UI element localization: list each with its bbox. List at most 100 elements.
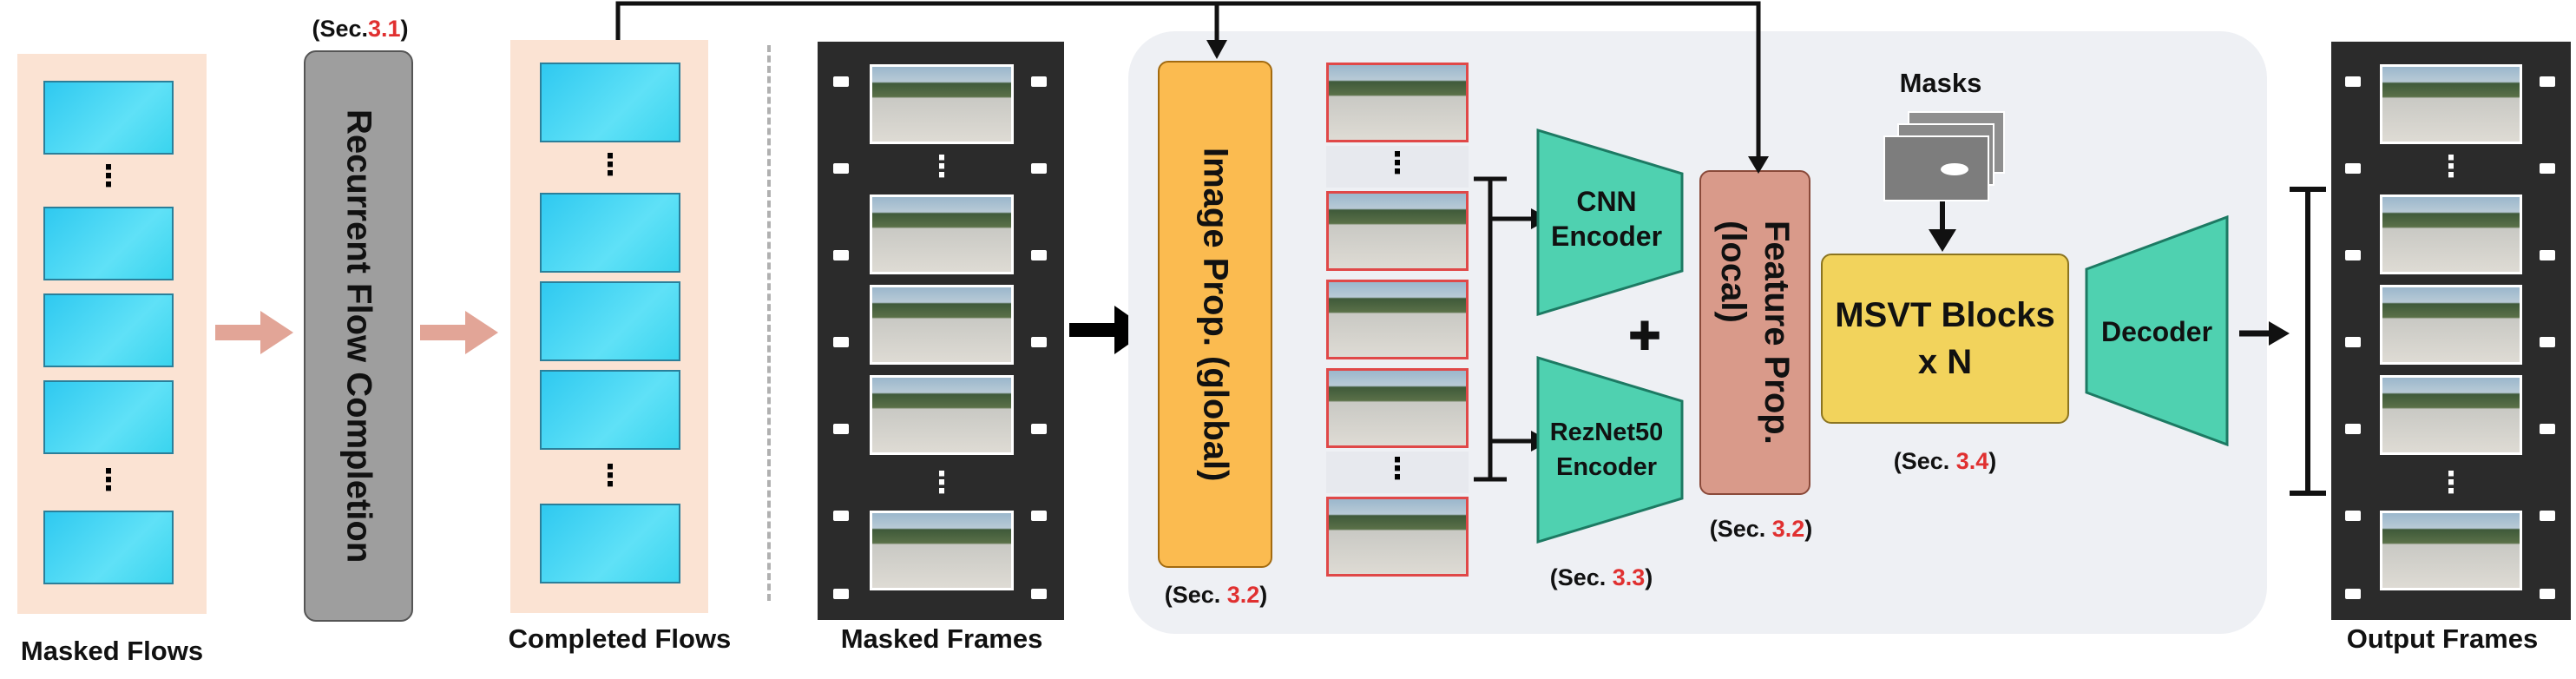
- film-hole: [833, 589, 849, 599]
- feature-prop-label-line2: (local): [1714, 221, 1752, 323]
- output-frame: [2380, 64, 2522, 144]
- dots-icon: ⋮: [2436, 466, 2466, 499]
- feature-prop-label-line1: Feature Prop.: [1758, 221, 1796, 445]
- mask-card: [1883, 135, 1989, 201]
- propagated-frame: [1326, 497, 1469, 577]
- masked-frame: [870, 511, 1014, 590]
- reznet-encoder-label-line2: Encoder: [1555, 453, 1658, 481]
- feature-prop-block: Feature Prop. (local): [1699, 170, 1810, 495]
- masked-frame: [870, 285, 1014, 365]
- image-prop-block: Image Prop. (global): [1158, 61, 1272, 568]
- arrow-salmon-2: [420, 311, 498, 354]
- dots-icon: ⋮: [595, 459, 625, 492]
- film-hole: [2345, 76, 2361, 87]
- completed-flow-thumb: [540, 63, 680, 142]
- film-hole: [2345, 337, 2361, 347]
- film-hole: [2345, 250, 2361, 260]
- cnn-encoder-label-line2: Encoder: [1550, 221, 1663, 252]
- film-hole: [2540, 250, 2555, 260]
- recurrent-flow-completion-label: Recurrent Flow Completion: [339, 109, 378, 564]
- msvt-blocks: MSVT Blocks x N: [1821, 254, 2069, 424]
- decoder-shape: [2085, 215, 2229, 446]
- film-hole: [833, 163, 849, 174]
- section-ref-3-2-feature-prop: (Sec. 3.2): [1709, 516, 1813, 542]
- feature-prop-label: Feature Prop. (local): [1712, 221, 1798, 445]
- completed-flow-thumb: [540, 504, 680, 583]
- masked-frame: [870, 64, 1014, 144]
- film-hole: [2345, 589, 2361, 599]
- arrow-masks-to-msvt: [1929, 201, 1956, 252]
- film-hole: [833, 511, 849, 521]
- dots-icon: ⋮: [94, 160, 123, 193]
- dots-icon: ⋮: [2436, 150, 2466, 183]
- recurrent-flow-completion-block: Recurrent Flow Completion: [304, 50, 413, 622]
- film-hole: [2540, 511, 2555, 521]
- dots-icon: ⋮: [1383, 452, 1412, 485]
- flow-guidance-connector: [615, 1, 1769, 174]
- output-frames-filmstrip: ⋮ ⋮: [2331, 42, 2571, 620]
- film-hole: [2345, 163, 2361, 174]
- masked-flow-thumb: [43, 380, 174, 454]
- film-hole: [1031, 589, 1047, 599]
- cnn-encoder-label: CNN Encoder: [1541, 184, 1672, 254]
- masked-flow-thumb: [43, 207, 174, 280]
- section-ref-3-1: (Sec.3.1): [312, 16, 409, 42]
- cnn-encoder-shape: [1536, 129, 1684, 316]
- masked-frames-filmstrip: ⋮ ⋮: [818, 42, 1064, 620]
- completed-flows-stack: ⋮ ⋮: [540, 63, 680, 601]
- section-ref-3-4: (Sec. 3.4): [1893, 448, 1997, 474]
- propagated-frame: [1326, 63, 1469, 142]
- dots-icon: ⋮: [927, 466, 956, 499]
- film-hole: [2345, 511, 2361, 521]
- msvt-label-line2: x N: [1917, 343, 1973, 381]
- masked-frames-label: Masked Frames: [840, 623, 1043, 654]
- output-frame: [2380, 194, 2522, 274]
- masked-flows-label: Masked Flows: [20, 636, 204, 666]
- completed-flow-thumb: [540, 281, 680, 361]
- film-hole: [1031, 76, 1047, 87]
- dots-icon: ⋮: [94, 464, 123, 497]
- film-hole: [833, 424, 849, 434]
- reznet-encoder-label: RezNet50 Encoder: [1541, 415, 1672, 485]
- film-hole: [2540, 424, 2555, 434]
- completed-flow-thumb: [540, 370, 680, 450]
- section-ref-3-3: (Sec. 3.3): [1549, 564, 1653, 590]
- film-hole: [2540, 589, 2555, 599]
- film-hole: [1031, 163, 1047, 174]
- masked-flow-thumb: [43, 511, 174, 584]
- propagated-frame: [1326, 280, 1469, 359]
- film-hole: [2540, 337, 2555, 347]
- section-ref-3-2-image-prop: (Sec. 3.2): [1164, 582, 1268, 608]
- masked-flow-thumb: [43, 81, 174, 155]
- masked-frame: [870, 194, 1014, 274]
- cnn-encoder-label-line1: CNN: [1576, 186, 1637, 217]
- dots-band: ⋮: [1326, 452, 1469, 493]
- image-prop-label: Image Prop. (global): [1196, 147, 1235, 482]
- reznet-encoder-label-line1: RezNet50: [1549, 419, 1664, 446]
- dots-band: ⋮: [1326, 146, 1469, 188]
- propagation-panel: [1128, 31, 2267, 634]
- output-bracket: [2290, 187, 2326, 496]
- masks-stack-icon: [1883, 111, 2005, 201]
- output-frame: [2380, 285, 2522, 365]
- propagated-frame: [1326, 368, 1469, 448]
- output-frame: [2380, 375, 2522, 455]
- masked-frame: [870, 375, 1014, 455]
- masks-label: Masks: [1899, 68, 1982, 98]
- film-hole: [833, 250, 849, 260]
- film-hole: [833, 337, 849, 347]
- arrow-salmon-1: [215, 311, 293, 354]
- film-hole: [2540, 163, 2555, 174]
- masked-flows-stack: ⋮ ⋮: [43, 81, 174, 602]
- output-frames-label: Output Frames: [2346, 623, 2539, 654]
- film-hole: [2540, 76, 2555, 87]
- completed-flow-thumb: [540, 193, 680, 273]
- plus-icon: ✚: [1627, 313, 1662, 359]
- decoder-label: Decoder: [2100, 316, 2213, 347]
- film-hole: [2345, 424, 2361, 434]
- arrow-to-output: [2239, 321, 2290, 346]
- propagated-frame: [1326, 191, 1469, 271]
- completed-flows-label: Completed Flows: [508, 623, 732, 654]
- propagated-frames-stack: ⋮ ⋮: [1326, 63, 1469, 583]
